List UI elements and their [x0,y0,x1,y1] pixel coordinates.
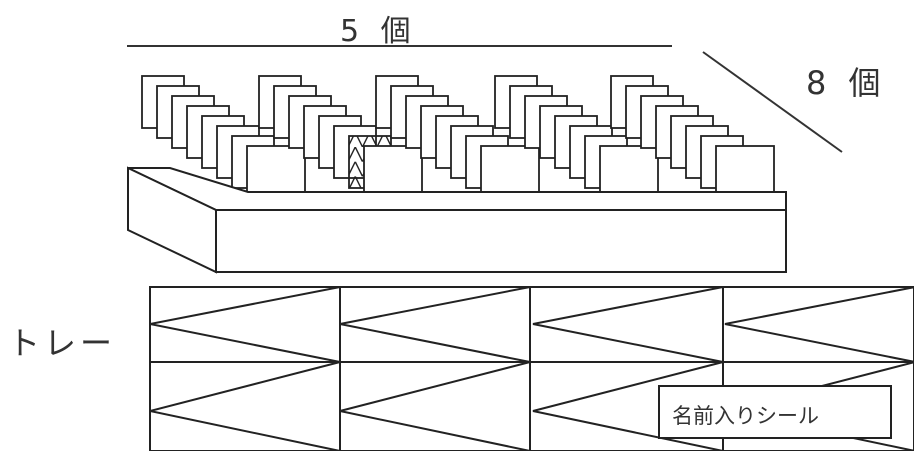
rows-dimension-line [702,51,843,153]
tray-label: トレー [8,324,117,362]
card-grid [141,75,775,202]
tray-triangle [150,361,341,451]
tray-triangle [724,287,914,363]
tray-triangle [532,287,724,363]
rows-count-label: 8 個 [806,64,887,102]
tray-front-face [215,209,787,273]
tray-triangle [339,361,531,451]
tray-triangle [150,287,341,363]
tray-triangle [339,287,531,363]
name-seal-label: 名前入りシール [672,404,819,428]
tray-pattern-panel [149,286,914,451]
tray [127,166,787,274]
columns-count-label: 5 個 [340,14,417,49]
name-seal-box [658,385,892,439]
